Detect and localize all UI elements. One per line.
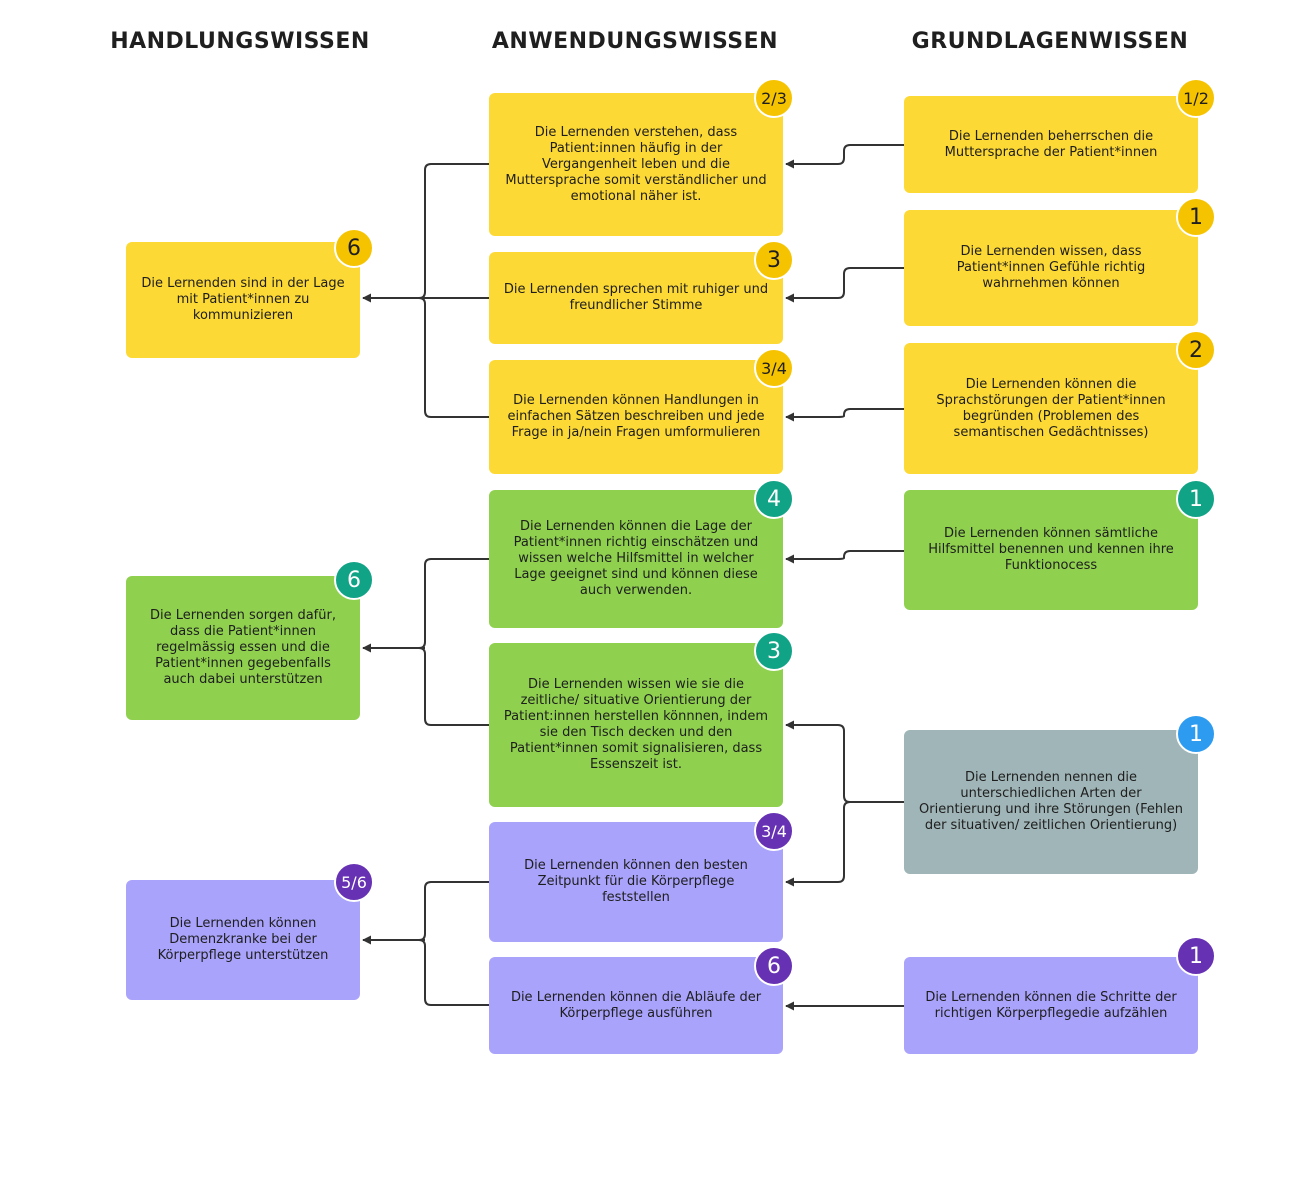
handlung-box-koerperpflege: Die Lernenden können Demenzkranke bei de… xyxy=(126,880,360,1000)
connector-a4-h2 xyxy=(418,558,489,649)
handlung-box-essen: Die Lernenden sorgen dafür, dass die Pat… xyxy=(126,576,360,720)
level-badge-g1: 1/2 xyxy=(1176,78,1216,118)
connector-g1-a1 xyxy=(785,144,904,169)
level-badge-a7: 6 xyxy=(754,946,794,986)
anwendung-box-saetze: Die Lernenden können Handlungen in einfa… xyxy=(489,360,783,474)
grundlagen-box-muttersprache: Die Lernenden beherrschen die Mutterspra… xyxy=(904,96,1198,193)
level-badge-g6: 1 xyxy=(1176,936,1216,976)
grundlagen-box-koerperpflege: Die Lernenden können die Schritte der ri… xyxy=(904,957,1198,1054)
anwendung-box-muttersprache: Die Lernenden verstehen, dass Patient:in… xyxy=(489,93,783,236)
connector-a7-h3 xyxy=(418,939,489,1006)
level-badge-g2: 1 xyxy=(1176,197,1216,237)
level-badge-h3: 5/6 xyxy=(334,862,374,902)
level-badge-a1: 2/3 xyxy=(754,78,794,118)
connector-g2-a2 xyxy=(785,267,904,303)
connector-g5-a5 xyxy=(785,720,904,803)
grundlagen-box-orientierung: Die Lernenden nennen die unterschiedlich… xyxy=(904,730,1198,874)
connector-a5-h2 xyxy=(418,647,489,726)
level-badge-h1: 6 xyxy=(334,228,374,268)
anwendung-box-orientierung: Die Lernenden wissen wie sie die zeitlic… xyxy=(489,643,783,807)
connector-a1-h1 xyxy=(418,163,489,299)
grundlagen-box-gefuehle: Die Lernenden wissen, dass Patient*innen… xyxy=(904,210,1198,326)
anwendung-box-hilfsmittel: Die Lernenden können die Lage der Patien… xyxy=(489,490,783,628)
level-badge-g4: 1 xyxy=(1176,479,1216,519)
handlung-box-kommunizieren: Die Lernenden sind in der Lage mit Patie… xyxy=(126,242,360,358)
column-header-grundlagenwissen: GRUNDLAGENWISSEN xyxy=(911,29,1189,54)
level-badge-a6: 3/4 xyxy=(754,811,794,851)
connector-g4-a4 xyxy=(785,550,904,564)
grundlagen-box-hilfsmittel: Die Lernenden können sämtliche Hilfsmitt… xyxy=(904,490,1198,610)
level-badge-h2: 6 xyxy=(334,560,374,600)
anwendung-box-ablaeufe: Die Lernenden können die Abläufe der Kör… xyxy=(489,957,783,1054)
connector-g3-a3 xyxy=(785,408,904,422)
anwendung-box-stimme: Die Lernenden sprechen mit ruhiger und f… xyxy=(489,252,783,344)
connector-g5-a6 xyxy=(785,801,904,887)
level-badge-a3: 3/4 xyxy=(754,348,794,388)
level-badge-a2: 3 xyxy=(754,240,794,280)
grundlagen-box-sprachstoerungen: Die Lernenden können die Sprachstörungen… xyxy=(904,343,1198,474)
column-header-anwendungswissen: ANWENDUNGSWISSEN xyxy=(491,29,779,54)
level-badge-a4: 4 xyxy=(754,479,794,519)
level-badge-g3: 2 xyxy=(1176,330,1216,370)
level-badge-a5: 3 xyxy=(754,631,794,671)
connector-a6-h3 xyxy=(418,881,489,941)
column-header-handlungswissen: HANDLUNGSWISSEN xyxy=(110,29,370,54)
level-badge-g5: 1 xyxy=(1176,714,1216,754)
anwendung-box-zeitpunkt: Die Lernenden können den besten Zeitpunk… xyxy=(489,822,783,942)
connector-a3-h1 xyxy=(418,297,489,418)
